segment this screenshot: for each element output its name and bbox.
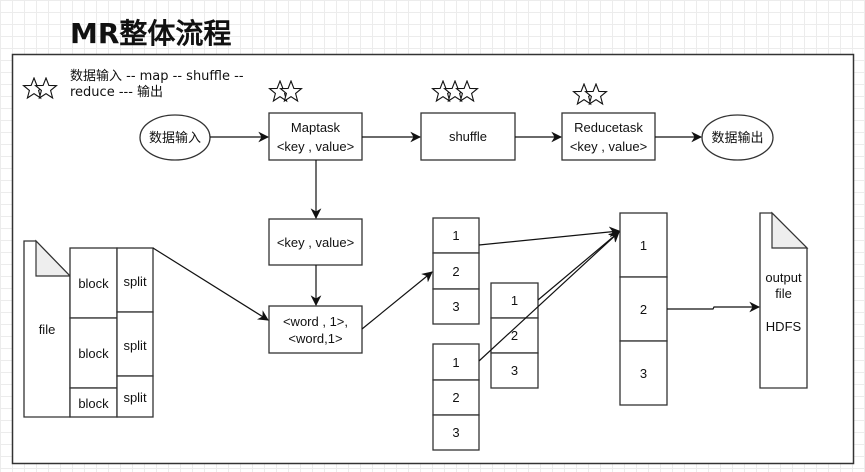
shuffle-label: shuffle <box>449 129 487 144</box>
reducetask-box <box>561 112 656 161</box>
stack-a-cell-1: 1 <box>452 228 459 243</box>
block-2-label: block <box>78 346 109 361</box>
split-2 <box>116 311 154 377</box>
reducetask-kv-label: <key , value> <box>570 139 647 154</box>
block-1-label: block <box>78 276 109 291</box>
maptask-label: Maptask <box>291 120 341 135</box>
edge-stack-c-to-reduce <box>478 231 620 362</box>
stack-b-cell-1: 1 <box>511 293 518 308</box>
reducetask-label: Reducetask <box>574 120 643 135</box>
block-2 <box>69 317 118 389</box>
stack-c-cell-1: 1 <box>452 355 459 370</box>
stack-a-cell-3: 3 <box>452 299 459 314</box>
partition-stack-a: 1 2 3 <box>432 217 480 325</box>
word-box-line-1: <word , 1>, <box>283 314 348 329</box>
reduce-stack: 1 2 3 <box>619 212 668 406</box>
kv-box <box>268 218 363 266</box>
split-2-label: split <box>123 338 147 353</box>
output-file-line-2: file <box>775 286 792 301</box>
output-file-fold <box>771 211 809 249</box>
input-file-label: file <box>39 322 56 337</box>
edge-stack-a-to-reduce <box>478 226 621 246</box>
legend-line-2: reduce --- 输出 <box>70 84 163 100</box>
word-box-line-2: <word,1> <box>288 331 342 346</box>
maptask-kv-label: <key , value> <box>277 139 354 154</box>
legend-line-1: 数据输入 -- map -- shuffle -- <box>70 68 244 84</box>
stack-b-cell-3: 3 <box>511 363 518 378</box>
edge-reduce-to-output-file <box>667 301 761 313</box>
input-file-fold <box>35 239 72 277</box>
diagram-title: MR整体流程 <box>70 17 232 50</box>
edge-split-to-word <box>152 247 269 321</box>
split-3 <box>116 375 154 418</box>
stack-c-cell-3: 3 <box>452 425 459 440</box>
output-file-line-1: output <box>765 270 802 285</box>
stack-b-cell-2: 2 <box>511 328 518 343</box>
edge-stack-b-to-reduce <box>537 231 620 301</box>
split-1-label: split <box>123 274 147 289</box>
reduce-stack-cell-1: 1 <box>640 238 647 253</box>
edge-word-to-stack-a <box>361 271 433 330</box>
reduce-stack-cell-2: 2 <box>640 302 647 317</box>
output-file-line-3: HDFS <box>766 319 802 334</box>
stack-c-cell-2: 2 <box>452 390 459 405</box>
split-3-label: split <box>123 390 147 405</box>
stack-a-cell-2: 2 <box>452 264 459 279</box>
kv-box-label: <key , value> <box>277 235 354 250</box>
reduce-stack-cell-3: 3 <box>640 366 647 381</box>
block-3-label: block <box>78 396 109 411</box>
output-file-shape <box>759 212 808 389</box>
partition-stack-c: 1 2 3 <box>432 343 480 451</box>
word-box <box>268 305 363 354</box>
partition-stack-b: 1 2 3 <box>490 282 539 389</box>
output-ellipse-label: 数据输出 <box>711 130 763 146</box>
input-ellipse-label: 数据输入 <box>149 130 201 146</box>
